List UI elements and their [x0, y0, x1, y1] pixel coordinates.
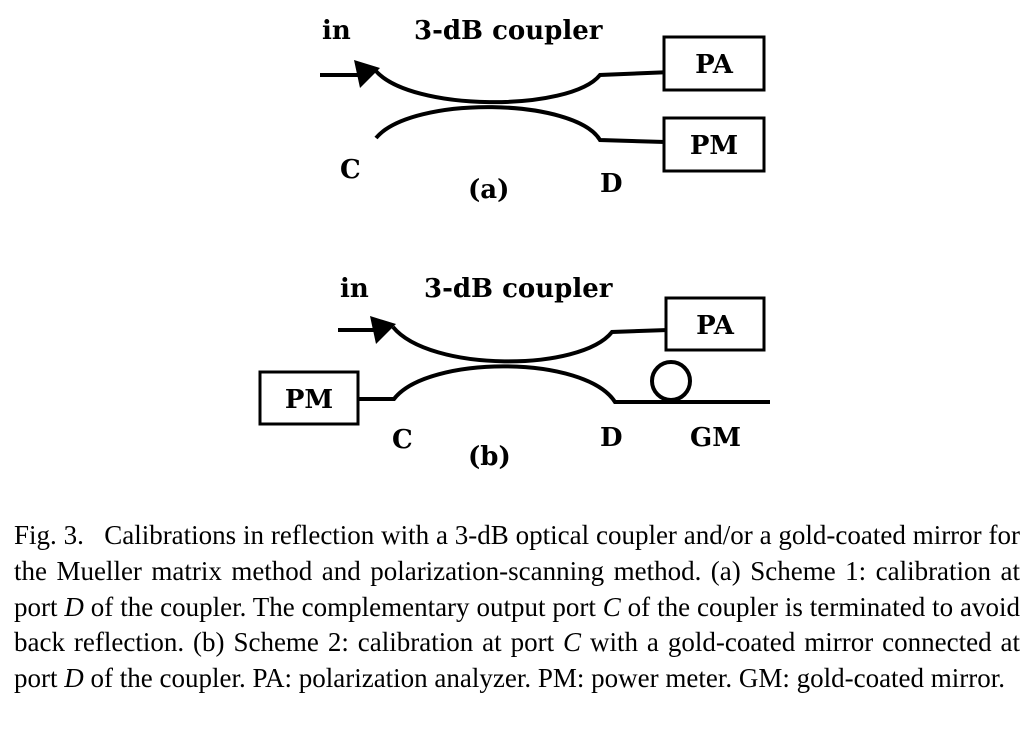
panel-b-pa-label: PA: [696, 311, 735, 341]
panel-a-pa-label: PA: [695, 50, 734, 80]
panel-a-input-label: in: [322, 16, 351, 46]
panel-a: in 3-dB coupler PA PM C (a) D: [320, 16, 766, 205]
caption-text-3: of the coupler is terminated to avoid ba…: [14, 591, 1020, 658]
caption-text-5: of the coupler. PA: polarization analyze…: [83, 663, 1006, 694]
panel-a-panel-label: (a): [468, 175, 509, 205]
panel-b-panel-label: (b): [468, 442, 511, 472]
caption-var-d-2: D: [64, 663, 84, 694]
caption-text-2: of the coupler. The complementary output…: [83, 591, 603, 622]
panel-a-input-arrowhead: [354, 60, 380, 88]
panel-b: in 3-dB coupler PA PM C (b) D GM: [258, 274, 770, 472]
panel-b-port-c-label: C: [392, 425, 413, 455]
panel-a-port-c-label: C: [340, 155, 361, 185]
panel-a-coupler-label: 3-dB coupler: [414, 16, 603, 46]
panel-b-port-d-label: D: [600, 423, 623, 453]
panel-b-mirror-loop: [650, 360, 692, 402]
panel-a-upper-fiber: [373, 68, 673, 105]
panel-b-input-label: in: [340, 274, 369, 304]
caption-text-4: with a gold-coated mirror connected at p…: [14, 627, 1020, 694]
panel-b-pm-label: PM: [285, 385, 333, 415]
coupler-calibration-diagram: in 3-dB coupler PA PM C (a) D in 3-dB co…: [258, 16, 770, 472]
panel-b-upper-fiber: [391, 325, 669, 364]
panel-b-input-arrowhead: [370, 316, 396, 344]
panel-a-lower-fiber: [374, 105, 666, 144]
caption-var-c-1: C: [602, 591, 621, 622]
figure-caption: Fig. 3. Calibrations in reflection with …: [14, 518, 1020, 697]
caption-var-c-2: C: [563, 627, 582, 658]
panel-a-pm-box: [662, 116, 766, 173]
panel-a-pa-box: [662, 35, 766, 92]
panel-b-coupler-label: 3-dB coupler: [424, 274, 613, 304]
caption-text-1: Fig. 3. Calibrations in reflection with …: [14, 520, 1020, 622]
caption-var-d-1: D: [64, 591, 84, 622]
panel-a-port-d-label: D: [600, 169, 623, 199]
panel-b-pm-box: [258, 370, 360, 426]
panel-a-pm-label: PM: [690, 131, 738, 161]
panel-b-lower-fiber: [358, 364, 770, 404]
panel-b-gm-label: GM: [690, 423, 741, 453]
panel-b-pa-box: [664, 296, 766, 352]
